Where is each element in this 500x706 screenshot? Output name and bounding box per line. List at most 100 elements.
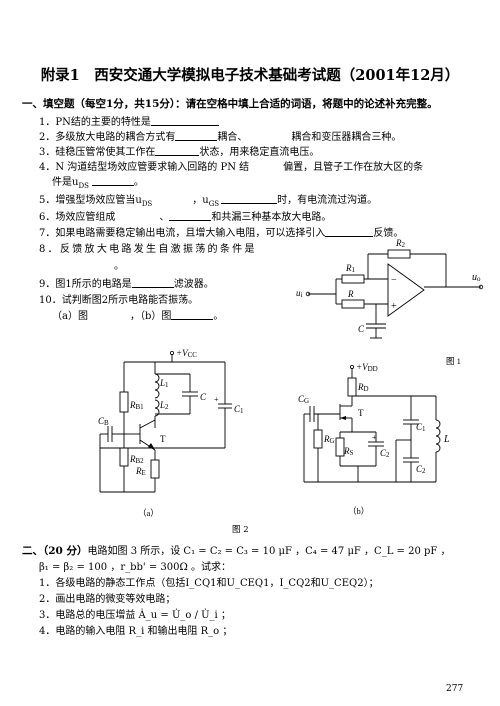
fig1-plus-label: + bbox=[391, 301, 397, 312]
question-10: 10．试判断图2所示电路能否振荡。 bbox=[39, 291, 198, 306]
fig1-c-label: C bbox=[358, 324, 365, 334]
fig1-ui-label: ui bbox=[296, 288, 303, 299]
q3-blank[interactable] bbox=[155, 145, 200, 156]
fig2b-rg-label: RG bbox=[323, 434, 335, 445]
figure-2b-circuit: +VDD RD CG RG RS C2 + C1 C2 L T （b） bbox=[298, 362, 450, 516]
fig2b-cg-label: CG bbox=[298, 394, 309, 405]
q10-text-post: 。 bbox=[213, 311, 224, 322]
q5-sub2: GS bbox=[208, 200, 220, 208]
q1-blank[interactable] bbox=[150, 115, 219, 126]
question-6: 6．场效应管组成、和共漏三种基本放大电路。 bbox=[39, 208, 331, 223]
fig2a-rb2-label: RB2 bbox=[129, 454, 144, 465]
fig2b-sublabel: （b） bbox=[348, 506, 369, 516]
fig2a-rb1-label: RB1 bbox=[129, 400, 144, 411]
fig2b-vdd-label: +VDD bbox=[356, 362, 378, 373]
question-3: 3．硅稳压管常使其工作在 状态，用来稳定直流电压。 bbox=[39, 143, 319, 158]
fig2b-plus-label: + bbox=[372, 433, 377, 442]
q2-text-mid: 耦合、 bbox=[217, 132, 248, 143]
q5-blank-2[interactable] bbox=[221, 193, 278, 204]
q8-blank[interactable] bbox=[52, 260, 114, 270]
fig1-minus-label: − bbox=[391, 275, 397, 286]
fig2a-plus-label: + bbox=[214, 395, 219, 404]
fig2b-c1-label: C1 bbox=[416, 422, 426, 433]
question-10-line2: （a）图 ，（b）图 。 bbox=[52, 307, 223, 322]
q4-line2-post: 。 bbox=[133, 177, 144, 188]
q10-text: 10．试判断图2所示电路能否振荡。 bbox=[39, 295, 199, 306]
q8-text-post: 。 bbox=[114, 261, 124, 272]
figure-2-caption: 图 2 bbox=[232, 525, 249, 535]
q7-text-post: 反馈。 bbox=[373, 228, 404, 239]
q6-text-post: 和共漏三种基本放大电路。 bbox=[211, 212, 332, 223]
fig2a-l1-label: L1 bbox=[159, 378, 169, 389]
fig2a-re-label: RE bbox=[135, 466, 146, 477]
q3-text: 3．硅稳压管常使其工作在 bbox=[39, 147, 156, 158]
q10-blank-b[interactable] bbox=[171, 309, 214, 320]
page-number: 277 bbox=[446, 684, 464, 694]
fig2b-rd-label: RD bbox=[357, 382, 369, 393]
q6-blank-1[interactable] bbox=[115, 211, 159, 221]
fig2a-t-label: T bbox=[160, 434, 166, 444]
figure-1-circuit: R2 R1 R C ui uo − + 图 1 bbox=[296, 238, 484, 366]
fig2a-c-label: C bbox=[200, 392, 207, 402]
fig2b-rs-label: RS bbox=[343, 446, 354, 457]
question-8-line2: 。 bbox=[52, 257, 124, 272]
section2-item-1: 1．各级电路的静态工作点（包括I_CQ1和U_CEQ1，I_CQ2和U_CEQ2… bbox=[39, 578, 379, 589]
q5-text: 5．增强型场效应管当u bbox=[39, 195, 142, 206]
page-title: 附录1 西安交通大学模拟电子技术基础考试题（2001年12月） bbox=[40, 67, 460, 84]
question-1: 1．PN结的主要的特性是 bbox=[39, 113, 219, 128]
fig1-caption: 图 1 bbox=[446, 356, 461, 366]
q10-blank-a[interactable] bbox=[88, 310, 130, 320]
q6-text: 6．场效应管组成 bbox=[39, 212, 116, 223]
question-8: 8．反馈放大电路发生自激振荡的条件是 bbox=[39, 240, 257, 255]
section2-item-2: 2．画出电路的微变等效电路； bbox=[39, 594, 176, 605]
question-2: 2．多级放大电路的耦合方式有 耦合、 耦合和变压器耦合三种。 bbox=[39, 128, 401, 143]
q9-text: 9．图1所示的电路是 bbox=[39, 279, 132, 290]
fig2b-l-label: L bbox=[443, 434, 450, 445]
q2-text-post: 耦合和变压器耦合三种。 bbox=[291, 132, 402, 143]
q7-blank[interactable] bbox=[325, 226, 374, 237]
figure-2a-circuit: +VCC L1 L2 C C1 + RB1 RB2 RE CB T （a） bbox=[98, 348, 244, 518]
question-4: 4．N 沟道结型场效应管要求输入回路的 PN 结 偏置，且管子工作在放大区的条 bbox=[39, 158, 423, 173]
question-9: 9．图1所示的电路是 滤波器。 bbox=[39, 275, 214, 290]
q9-text-post: 滤波器。 bbox=[173, 279, 214, 290]
question-7: 7．如果电路需要稳定输出电流，且增大输入电阻，可以选择引入 反馈。 bbox=[39, 224, 403, 239]
q8-text: 8．反馈放大电路发生自激振荡的条件是 bbox=[39, 244, 257, 255]
section2-item-3: 3．电路总的电压增益 Ȧ_u = U̇_o / U̇_i ； bbox=[39, 610, 231, 621]
q4-line2-sub: DS bbox=[78, 182, 89, 190]
fig1-r1-label: R1 bbox=[345, 263, 356, 274]
section2-line1: 二、（20 分）电路如图 3 所示，设 C₁ = C₂ = C₃ = 10 μF… bbox=[22, 542, 451, 558]
q1-text: 1．PN结的主要的特性是 bbox=[39, 117, 151, 128]
fig2b-t-label: T bbox=[358, 408, 364, 418]
q5-blank-1[interactable] bbox=[152, 194, 192, 204]
q5-sub1: DS bbox=[141, 200, 153, 208]
q4-text-post: 偏置，且管子工作在放大区的条 bbox=[283, 162, 424, 173]
fig2a-cb-label: CB bbox=[98, 416, 109, 427]
fig1-uo-label: uo bbox=[472, 272, 481, 283]
fig2a-c1-label: C1 bbox=[234, 404, 244, 415]
fig2a-sublabel: （a） bbox=[138, 508, 159, 518]
section1-header: 一、填空题（每空1分，共15分）：请在空格中填上合适的词语，将题中的论述补充完整… bbox=[22, 98, 438, 110]
section2-item-4: 4．电路的输入电阻 R_i 和输出电阻 R_o ； bbox=[39, 626, 233, 637]
fig2a-l2-label: L2 bbox=[159, 400, 169, 411]
fig2a-vcc-label: +VCC bbox=[176, 348, 197, 359]
fig1-r2-label: R2 bbox=[395, 238, 406, 249]
section2-text-1: 电路如图 3 所示，设 C₁ = C₂ = C₃ = 10 μF ，C₄ = 4… bbox=[87, 546, 451, 557]
fig2b-c2-label: C2 bbox=[380, 448, 390, 459]
q2-blank-1[interactable] bbox=[175, 130, 218, 141]
q2-blank-2[interactable] bbox=[247, 131, 291, 141]
fig2b-c2b-label: C2 bbox=[416, 464, 426, 475]
q4-blank-1[interactable] bbox=[249, 161, 283, 171]
q7-text: 7．如果电路需要稳定输出电流，且增大输入电阻，可以选择引入 bbox=[39, 228, 326, 239]
q4-blank-2[interactable] bbox=[91, 175, 134, 186]
q6-blank-2[interactable] bbox=[169, 210, 212, 221]
q3-text-post: 状态，用来稳定直流电压。 bbox=[199, 147, 320, 158]
q10-b-label: ，（b）图 bbox=[129, 311, 172, 322]
section2-header: 二、（20 分） bbox=[22, 545, 88, 557]
q4-text: 4．N 沟道结型场效应管要求输入回路的 PN 结 bbox=[39, 162, 250, 173]
q5-text-mid: ，u bbox=[192, 195, 209, 206]
q9-blank[interactable] bbox=[131, 277, 174, 288]
q4-line2-text: 件是u bbox=[52, 177, 79, 188]
q10-a-label: （a）图 bbox=[52, 311, 88, 322]
q2-text: 2．多级放大电路的耦合方式有 bbox=[39, 132, 176, 143]
